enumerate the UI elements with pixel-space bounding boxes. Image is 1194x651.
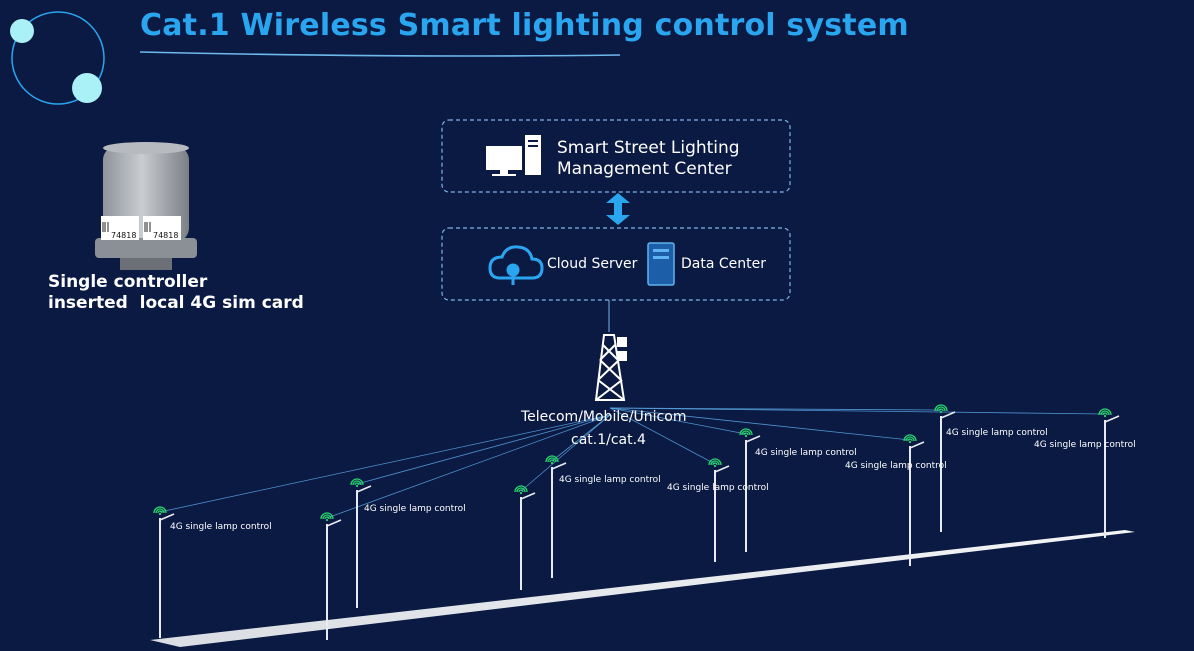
wifi-signal-icon	[514, 485, 528, 495]
lamp-arm	[520, 492, 536, 500]
cloud-server-icon	[488, 245, 544, 285]
network-protocol-label: cat.1/cat.4	[571, 432, 646, 448]
data-center-label: Data Center	[681, 256, 766, 272]
controller-device: 74818 74818	[95, 142, 197, 270]
management-center-line1: Smart Street Lighting	[557, 138, 740, 158]
lamp-arm	[1104, 415, 1120, 423]
wireless-link	[326, 414, 611, 519]
lamp-label-6: 4G single lamp control	[845, 461, 947, 471]
network-operators-label: Telecom/Mobile/Unicom	[521, 409, 687, 425]
management-center-box	[441, 119, 791, 193]
wifi-signal-icon	[708, 458, 722, 468]
decor-ring	[11, 11, 105, 105]
lamp-label-3: 4G single lamp control	[559, 475, 661, 485]
wireless-link	[609, 407, 716, 465]
wifi-signal-icon	[1098, 408, 1112, 418]
lamp-arm	[159, 513, 175, 521]
wifi-signal-icon	[903, 434, 917, 444]
lamp-label-7: 4G single lamp control	[946, 428, 1048, 438]
wifi-signal-icon	[545, 455, 559, 465]
data-center-icon	[647, 242, 675, 286]
controller-caption-line2: inserted local 4G sim card	[48, 293, 304, 313]
decor-circles	[10, 11, 105, 105]
wifi-signal-icon	[934, 404, 948, 414]
desktop-computer-icon	[486, 135, 541, 176]
wireless-link	[159, 414, 611, 513]
lamp-arm	[551, 462, 567, 470]
wifi-signal-icon	[739, 428, 753, 438]
cloud-data-box	[441, 227, 791, 301]
wireless-link	[609, 407, 747, 435]
controller-caption: Single controller inserted local 4G sim …	[48, 272, 304, 314]
controller-label-left	[101, 216, 139, 240]
wireless-link	[609, 407, 1106, 415]
lamp-arm	[745, 435, 761, 443]
wireless-links	[159, 407, 1106, 519]
lamp-arm	[714, 465, 730, 473]
lamp-label-4: 4G single lamp control	[667, 483, 769, 493]
wireless-link	[609, 407, 911, 441]
wifi-signal-icon	[320, 512, 334, 522]
decor-dot-small	[10, 19, 34, 43]
title-underline	[139, 51, 621, 57]
lamp-label-5: 4G single lamp control	[755, 448, 857, 458]
wifi-signal-icon	[350, 478, 364, 488]
lamp-label-2: 4G single lamp control	[364, 504, 466, 514]
management-center-label: Smart Street Lighting Management Center	[557, 138, 740, 180]
management-center-line2: Management Center	[557, 159, 732, 179]
controller-code-right: 74818	[153, 231, 178, 240]
street-lamps	[153, 404, 1120, 640]
wireless-link	[520, 414, 611, 492]
decor-dot-large	[72, 73, 102, 103]
page-title: Cat.1 Wireless Smart lighting control sy…	[140, 8, 909, 43]
controller-code-left: 74818	[111, 231, 136, 240]
cloud-server-label: Cloud Server	[547, 256, 638, 272]
lamp-label-1: 4G single lamp control	[170, 522, 272, 532]
controller-label-right	[143, 216, 181, 240]
lamp-arm	[326, 519, 342, 527]
wireless-link	[356, 414, 611, 485]
lamp-arm	[940, 411, 956, 419]
lamp-arm	[356, 485, 372, 493]
road	[150, 530, 1135, 647]
lamp-arm	[909, 441, 925, 449]
wifi-signal-icon	[153, 506, 167, 516]
cell-tower-icon	[594, 334, 627, 401]
lamp-label-8: 4G single lamp control	[1034, 440, 1136, 450]
controller-caption-line1: Single controller	[48, 272, 208, 292]
double-arrow-icon	[606, 193, 630, 225]
wireless-link	[551, 414, 611, 462]
